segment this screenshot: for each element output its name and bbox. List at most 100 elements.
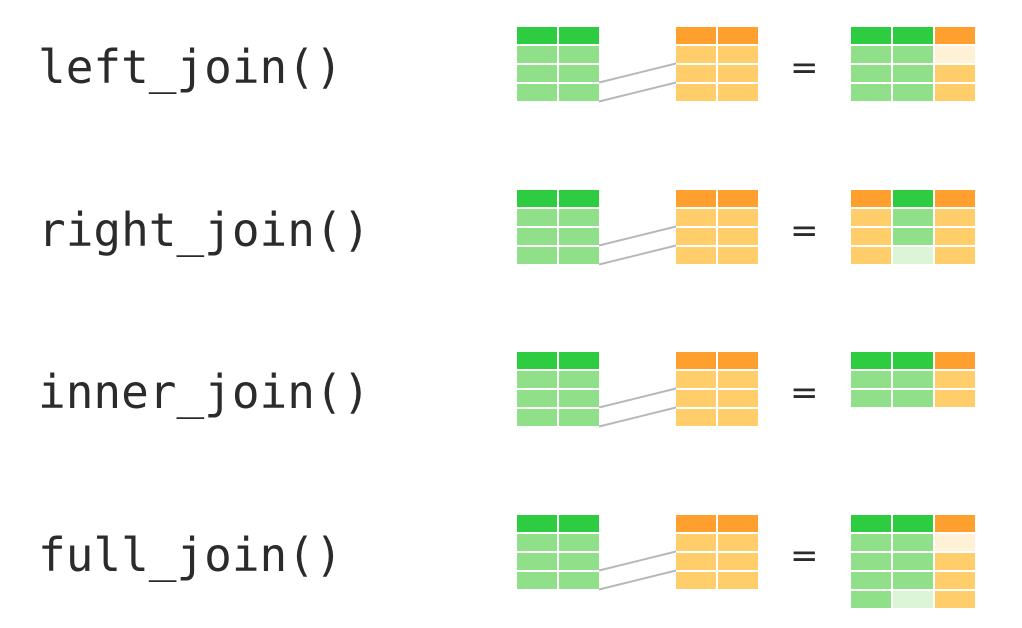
body-cell xyxy=(893,84,933,101)
body-cell xyxy=(935,65,975,82)
body-cell xyxy=(676,247,716,264)
right-table xyxy=(676,352,758,426)
body-cell xyxy=(676,65,716,82)
body-cell xyxy=(935,572,975,589)
body-cell xyxy=(559,534,599,551)
header-cell xyxy=(851,190,891,207)
body-cell xyxy=(935,553,975,570)
body-cell xyxy=(517,390,557,407)
body-cell xyxy=(676,390,716,407)
header-cell xyxy=(893,27,933,44)
body-cell xyxy=(893,46,933,63)
body-cell xyxy=(893,591,933,608)
body-cell xyxy=(718,572,758,589)
body-cell xyxy=(851,390,891,407)
header-cell xyxy=(676,27,716,44)
header-cell xyxy=(935,352,975,369)
connector-line xyxy=(598,244,677,266)
left-table xyxy=(517,190,599,264)
right-table xyxy=(676,515,758,589)
header-cell xyxy=(718,27,758,44)
right-table xyxy=(676,27,758,101)
body-cell xyxy=(718,46,758,63)
body-cell xyxy=(935,390,975,407)
body-cell xyxy=(517,84,557,101)
body-cell xyxy=(559,390,599,407)
body-cell xyxy=(718,247,758,264)
body-cell xyxy=(718,553,758,570)
header-cell xyxy=(559,515,599,532)
join-row: right_join()= xyxy=(38,190,975,266)
body-cell xyxy=(718,534,758,551)
body-cell xyxy=(851,46,891,63)
connector-line xyxy=(598,387,677,409)
body-cell xyxy=(893,247,933,264)
body-cell xyxy=(893,228,933,245)
body-cell xyxy=(851,247,891,264)
header-cell xyxy=(718,352,758,369)
body-cell xyxy=(718,84,758,101)
connector-line xyxy=(598,550,677,572)
right-table xyxy=(676,190,758,264)
join-function-label: full_join() xyxy=(38,528,343,582)
join-row: inner_join() = xyxy=(38,352,975,428)
header-cell xyxy=(559,190,599,207)
header-cell xyxy=(718,190,758,207)
body-cell xyxy=(935,46,975,63)
body-cell xyxy=(559,409,599,426)
body-cell xyxy=(517,409,557,426)
body-cell xyxy=(517,371,557,388)
header-cell xyxy=(935,190,975,207)
connector-line xyxy=(598,62,677,84)
body-cell xyxy=(718,228,758,245)
body-cell xyxy=(517,534,557,551)
left-table xyxy=(517,352,599,426)
body-cell xyxy=(676,228,716,245)
body-cell xyxy=(851,553,891,570)
header-cell xyxy=(935,515,975,532)
body-cell xyxy=(559,553,599,570)
body-cell xyxy=(676,46,716,63)
body-cell xyxy=(893,209,933,226)
body-cell xyxy=(559,209,599,226)
header-cell xyxy=(559,27,599,44)
body-cell xyxy=(676,572,716,589)
body-cell xyxy=(935,247,975,264)
body-cell xyxy=(559,84,599,101)
body-cell xyxy=(517,553,557,570)
body-cell xyxy=(851,228,891,245)
body-cell xyxy=(893,553,933,570)
header-cell xyxy=(517,190,557,207)
header-cell xyxy=(718,515,758,532)
body-cell xyxy=(559,228,599,245)
body-cell xyxy=(893,371,933,388)
header-cell xyxy=(851,27,891,44)
body-cell xyxy=(851,572,891,589)
body-cell xyxy=(517,46,557,63)
join-row: full_join() = xyxy=(38,515,975,608)
equals-sign: = xyxy=(790,536,819,576)
body-cell xyxy=(851,591,891,608)
body-cell xyxy=(893,390,933,407)
body-cell xyxy=(718,371,758,388)
body-cell xyxy=(559,65,599,82)
join-row: left_join()= xyxy=(38,27,975,103)
body-cell xyxy=(851,65,891,82)
body-cell xyxy=(517,65,557,82)
body-cell xyxy=(718,390,758,407)
body-cell xyxy=(676,84,716,101)
equals-sign: = xyxy=(790,373,819,413)
result-table xyxy=(851,27,975,101)
body-cell xyxy=(559,572,599,589)
join-function-label: inner_join() xyxy=(38,365,370,419)
body-cell xyxy=(935,534,975,551)
body-cell xyxy=(851,371,891,388)
body-cell xyxy=(893,534,933,551)
body-cell xyxy=(718,209,758,226)
body-cell xyxy=(676,371,716,388)
body-cell xyxy=(517,209,557,226)
header-cell xyxy=(676,352,716,369)
body-cell xyxy=(676,534,716,551)
equals-sign: = xyxy=(790,211,819,251)
header-cell xyxy=(517,352,557,369)
